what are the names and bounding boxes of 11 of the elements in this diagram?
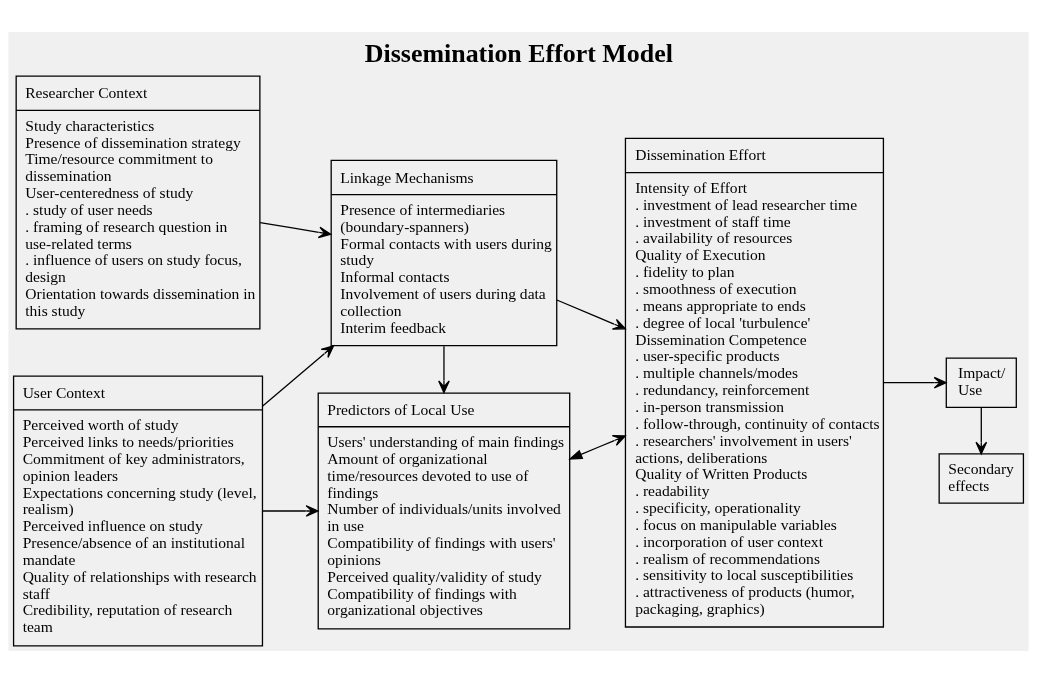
arrow xyxy=(259,221,332,239)
arrow xyxy=(882,376,947,389)
arrow xyxy=(556,299,626,330)
diagram-title: Dissemination Effort Model xyxy=(364,38,673,68)
arrow xyxy=(262,345,335,407)
arrow xyxy=(568,435,626,460)
node-box: Secondary effects xyxy=(938,453,1025,504)
arrow xyxy=(975,407,988,455)
arrow xyxy=(262,505,319,517)
arrow xyxy=(438,345,450,394)
node-box: Impact/ Use xyxy=(945,357,1017,408)
